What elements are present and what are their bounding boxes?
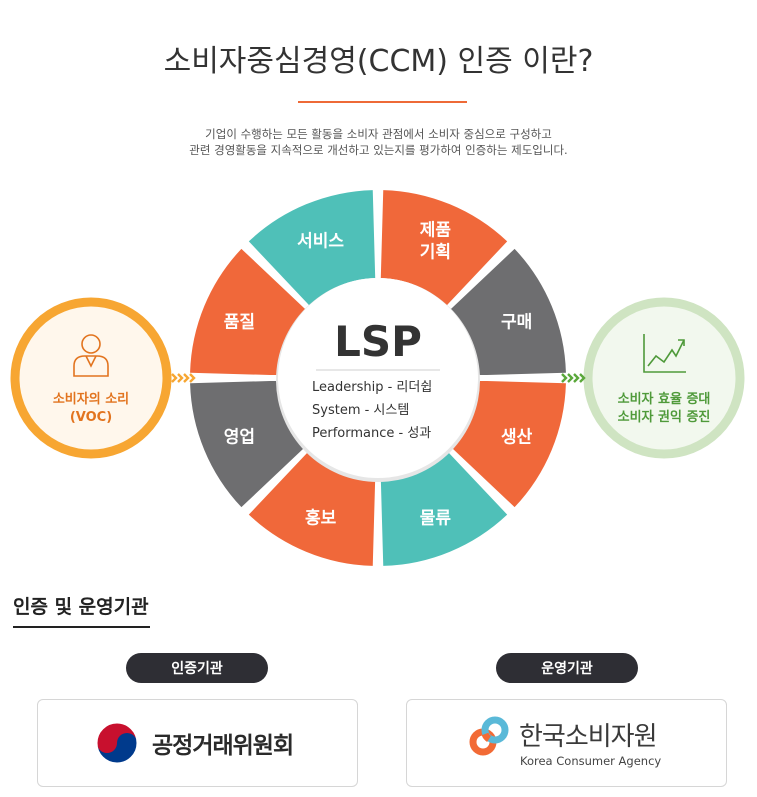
title-underline [298,101,467,103]
wheel-segment-label: 제품 [420,220,452,240]
benefit-label: 소비자 권익 증진 [618,409,711,425]
wheel-segment-label: 구매 [501,313,532,333]
wheel-segment-label: 홍보 [305,508,337,529]
chevron-right-icon [171,373,196,383]
wheel-segment-label: 서비스 [297,231,344,251]
kca-subtitle: Korea Consumer Agency [520,754,662,768]
wheel-segment-label: 기획 [420,242,451,262]
kca-logo-card[interactable]: 한국소비자원 Korea Consumer Agency [406,699,727,787]
wheel-segment-label: 영업 [224,427,255,447]
taegeuk-emblem-icon [96,722,138,764]
page-title: 소비자중심경영(CCM) 인증 이란? [163,44,594,79]
voc-label: 소비자의 소리 [53,391,129,407]
kca-emblem-icon [469,716,509,756]
section-title: 인증 및 운영기관 [13,596,149,618]
operating-agency-label: 운영기관 [496,653,638,683]
wheel-segment-8 [248,190,376,306]
description-line-2: 관련 경영활동을 지속적으로 개선하고 있는지를 평가하여 인증하는 제도입니다… [189,143,568,157]
description-line-1: 기업이 수행하는 모든 활동을 소비자 관점에서 소비자 중심으로 구성하고 [205,127,552,141]
benefit-label: 소비자 효율 증대 [618,391,711,407]
wheel-segment-3 [450,380,566,508]
center-line: System - 시스템 [312,403,409,418]
wheel-segment-label: 생산 [501,427,533,447]
voc-label: (VOC) [70,410,112,425]
voc-circle [10,297,172,459]
growth-chart-icon [643,334,686,373]
center-title: LSP [334,317,422,366]
wheel-segment-4 [380,450,508,566]
center-line: Performance - 성과 [312,426,431,441]
chevron-right-icon [561,373,586,383]
wheel-segment-1 [380,190,508,306]
ftc-name: 공정거래위원회 [152,733,294,759]
center-line: Leadership - 리더쉽 [312,380,432,395]
section-underline [13,626,150,628]
kca-name: 한국소비자원 [519,722,658,752]
wheel-segment-7 [190,248,306,376]
wheel-segment-6 [190,380,306,508]
center-circle [278,278,478,478]
ftc-logo-card[interactable]: 공정거래위원회 [37,699,358,787]
certifying-agency-label: 인증기관 [126,653,268,683]
wheel-segment-2 [450,248,566,376]
page-description: 기업이 수행하는 모든 활동을 소비자 관점에서 소비자 중심으로 구성하고 관… [0,126,757,158]
person-icon [73,334,109,377]
benefit-circle [583,297,745,459]
wheel-segment-label: 물류 [420,509,452,529]
wheel-segment-5 [248,450,376,566]
wheel-segment-label: 품질 [224,312,255,333]
